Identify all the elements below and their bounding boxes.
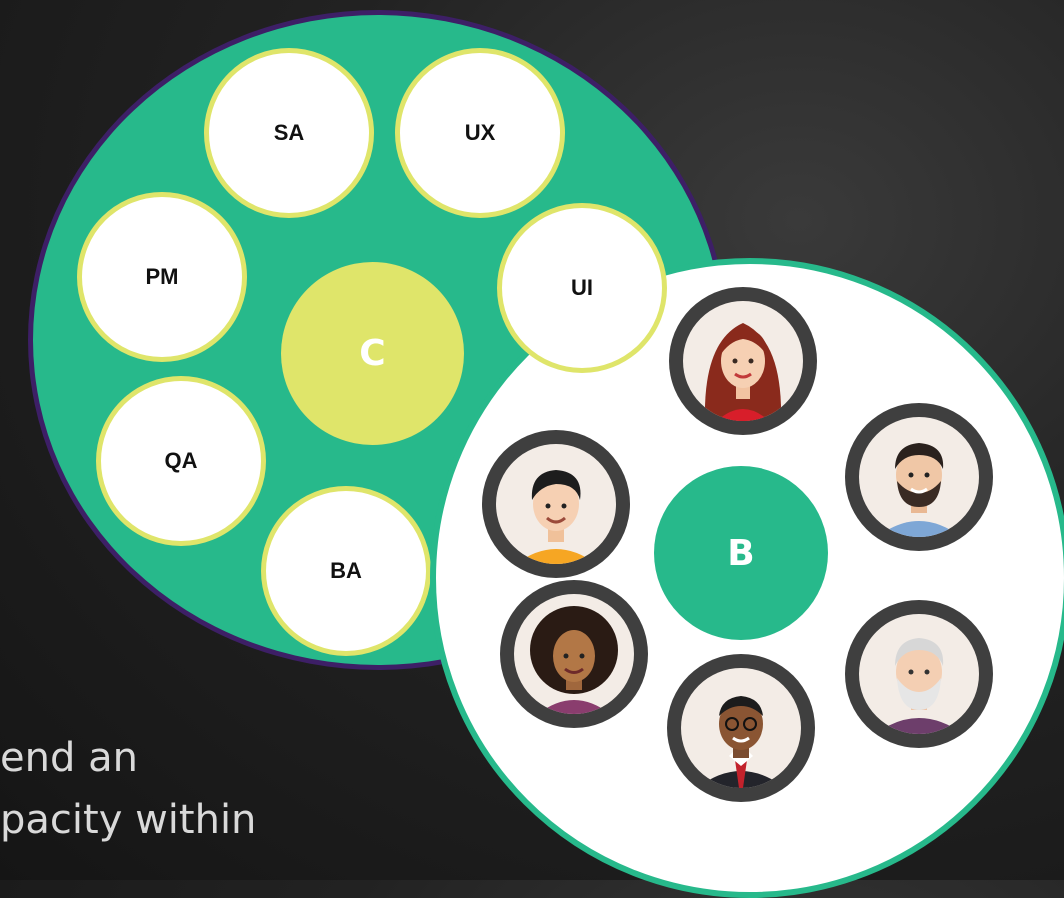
man-gray-beard-avatar-icon	[845, 600, 993, 748]
man-black-hair-yellow-shirt-avatar-icon	[482, 430, 630, 578]
background-text-line-1: end an	[0, 735, 138, 781]
role-pm-bubble: PM	[77, 192, 247, 362]
background-text-line-2: pacity within	[0, 797, 257, 843]
role-ux-bubble: UX	[395, 48, 565, 218]
role-sa-bubble: SA	[204, 48, 374, 218]
man-beard-blue-shirt-avatar-icon	[845, 403, 993, 551]
woman-curly-hair-avatar-icon	[500, 580, 648, 728]
role-qa-bubble: QA	[96, 376, 266, 546]
woman-red-hair-avatar-icon	[669, 287, 817, 435]
role-ba-bubble: BA	[261, 486, 431, 656]
man-glasses-suit-avatar-icon	[667, 654, 815, 802]
team-b-hub: B	[654, 466, 828, 640]
role-ui-bubble: UI	[497, 203, 667, 373]
team-c-hub: C	[281, 262, 464, 445]
